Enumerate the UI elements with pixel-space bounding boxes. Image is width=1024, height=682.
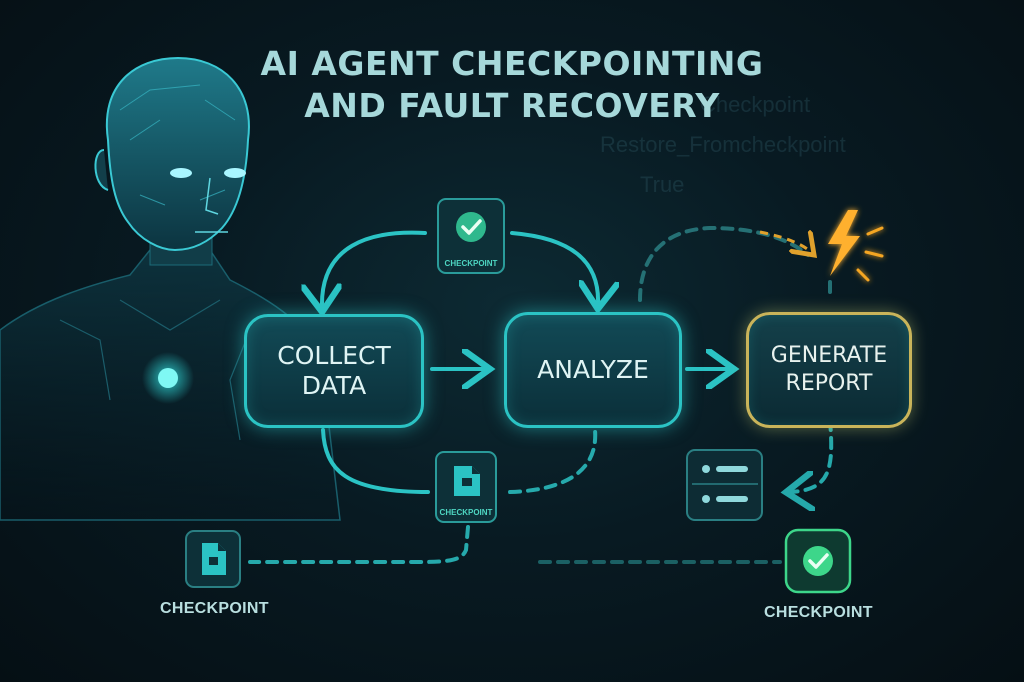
ghost-text-3: True bbox=[640, 172, 685, 197]
collect-data-label-1: COLLECT bbox=[277, 341, 391, 370]
ghost-text-1: Checkpoint bbox=[700, 92, 811, 117]
analyze-label: ANALYZE bbox=[537, 355, 649, 384]
right-checkpoint-badge bbox=[784, 528, 852, 594]
left-checkpoint-label: CHECKPOINT bbox=[160, 600, 269, 617]
top-checkpoint-badge bbox=[437, 198, 505, 274]
top-checkpoint-label: CHECKPOINT bbox=[444, 259, 498, 268]
ghost-text-2: Restore_Fromcheckpoint bbox=[600, 132, 846, 157]
collect-data-label-2: DATA bbox=[301, 371, 367, 400]
generate-report-label-2: REPORT bbox=[785, 371, 873, 396]
collect-data-node[interactable]: COLLECT DATA bbox=[244, 314, 424, 428]
diagram-title-line-1: AI AGENT CHECKPOINTING bbox=[260, 44, 764, 83]
bottom-checkpoint-label: CHECKPOINT bbox=[439, 508, 493, 517]
list-icon bbox=[686, 449, 763, 521]
check-icon bbox=[808, 553, 829, 569]
left-checkpoint-badge bbox=[185, 530, 241, 588]
analyze-node[interactable]: ANALYZE bbox=[504, 312, 682, 428]
right-checkpoint-label: CHECKPOINT bbox=[764, 604, 873, 621]
generate-report-node[interactable]: GENERATE REPORT bbox=[746, 312, 912, 428]
check-icon bbox=[461, 219, 482, 235]
generate-report-label-1: GENERATE bbox=[770, 343, 888, 368]
diagram-title-line-2: AND FAULT RECOVERY bbox=[304, 86, 720, 125]
bottom-checkpoint-badge bbox=[435, 451, 497, 523]
